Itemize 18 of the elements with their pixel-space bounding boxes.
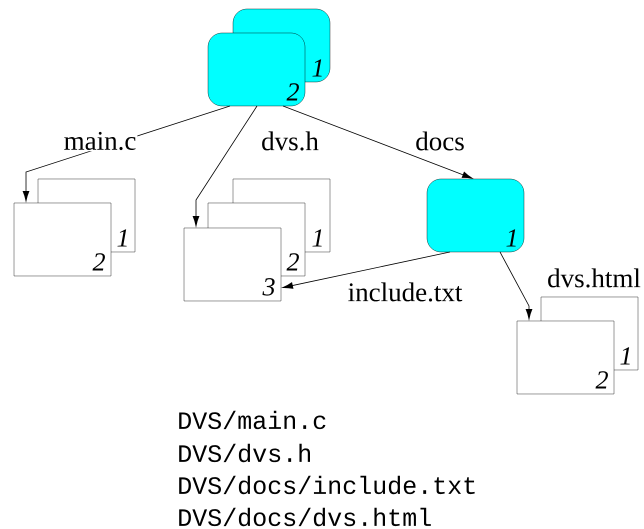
arrow xyxy=(282,252,450,289)
folder-box: 2 xyxy=(208,32,306,106)
path-text: DVS/docs/include.txt xyxy=(179,476,475,494)
arrow xyxy=(192,106,258,226)
file-box: 2 xyxy=(14,202,112,276)
path-text: DVS/main.c xyxy=(179,410,326,430)
edge-label: docs xyxy=(414,130,466,152)
folder-box: 1 xyxy=(426,178,524,252)
path-text: DVS/docs/dvs.html xyxy=(179,508,431,526)
edge-label: include.txt xyxy=(346,281,464,303)
file-box: 3 xyxy=(184,228,282,302)
arrow xyxy=(500,252,532,320)
file-box: 2 xyxy=(516,320,614,394)
edge-label: dvs.h xyxy=(260,130,320,152)
arrow xyxy=(282,106,472,179)
path-text: DVS/dvs.h xyxy=(179,444,310,462)
edge-label: dvs.html xyxy=(546,267,642,289)
edge-label: main.c xyxy=(62,130,138,152)
